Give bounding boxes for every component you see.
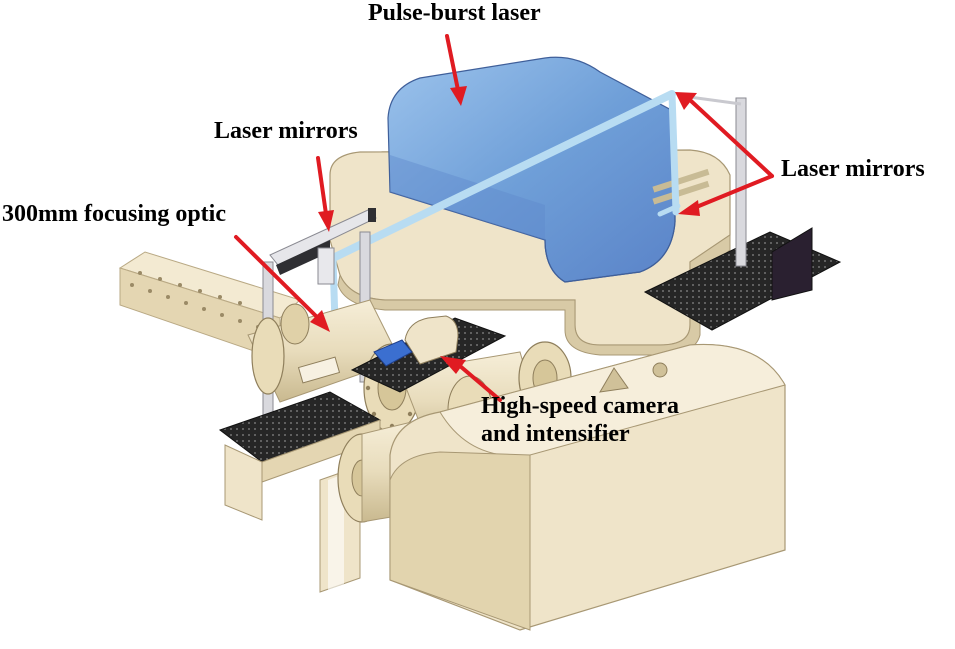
annotation-arrows [234,34,774,402]
pulse-burst-laser-box [387,56,676,283]
label-laser-mirrors-left: Laser mirrors [214,118,358,144]
camera-platform [350,315,507,393]
shock-tube-section [118,251,301,361]
arrow-laser-mirrors-right-upper [675,92,774,178]
arrow-focusing-optic [234,235,330,332]
right-breadboard [643,227,842,331]
reservoir-box [389,343,786,631]
label-laser-mirrors-right: Laser mirrors [781,156,925,182]
arrow-camera [440,356,502,402]
arrow-laser-mirrors-right-lower [678,174,774,216]
label-camera-intensifier: High-speed camera and intensifier [481,393,679,448]
arrow-pulse-burst-laser [445,34,467,106]
label-camera-line2: and intensifier [481,420,630,447]
arrow-laser-mirrors-left [316,156,334,232]
right-mirror-post [652,94,747,267]
label-focusing-optic: 300mm focusing optic [2,201,226,227]
label-pulse-burst-laser: Pulse-burst laser [368,0,541,26]
label-camera-line1: High-speed camera [481,393,679,419]
